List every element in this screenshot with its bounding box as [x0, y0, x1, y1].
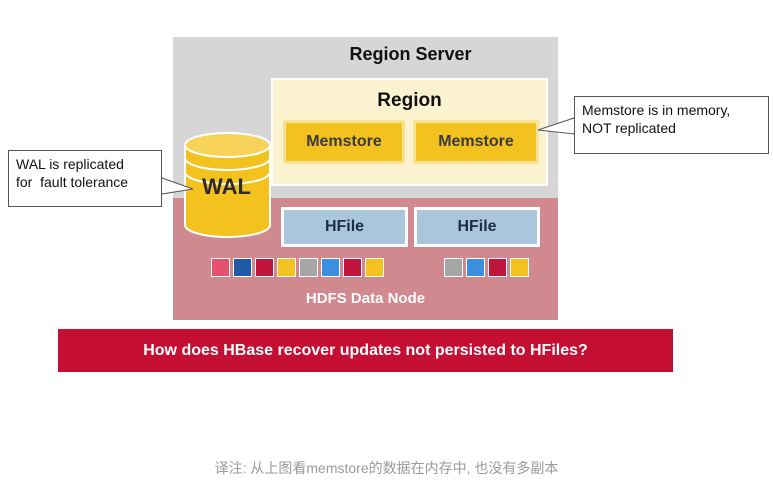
memstore-callout: Memstore is in memory, NOT replicated	[574, 96, 769, 154]
hdfs-block	[299, 258, 318, 277]
hdfs-block	[510, 258, 529, 277]
hdfs-block	[211, 258, 230, 277]
wal-label: WAL	[202, 174, 251, 199]
hdfs-block	[233, 258, 252, 277]
hdfs-block	[444, 258, 463, 277]
hfile-box-2: HFile	[414, 207, 540, 247]
hdfs-block-group-1	[211, 258, 384, 277]
hdfs-block	[488, 258, 507, 277]
region-title: Region	[377, 90, 442, 111]
hdfs-block	[277, 258, 296, 277]
memstore-box-2: Memstore	[413, 120, 539, 164]
hdfs-block	[343, 258, 362, 277]
hdfs-block	[321, 258, 340, 277]
question-banner: How does HBase recover updates not persi…	[58, 329, 673, 372]
translator-note-caption: 译注: 从上图看memstore的数据在内存中, 也没有多副本	[214, 460, 559, 476]
wal-database-icon	[184, 132, 271, 238]
hdfs-block-group-2	[444, 258, 529, 277]
memstore-callout-pointer	[537, 117, 575, 135]
hdfs-block	[466, 258, 485, 277]
hdfs-data-node-label: HDFS Data Node	[305, 290, 426, 307]
hfile-box-1: HFile	[281, 207, 408, 247]
region-server-title: Region Server	[349, 44, 472, 64]
memstore-box-1: Memstore	[283, 120, 405, 164]
hdfs-block	[365, 258, 384, 277]
hdfs-block	[255, 258, 274, 277]
wal-callout: WAL is replicated for fault tolerance	[8, 150, 162, 207]
